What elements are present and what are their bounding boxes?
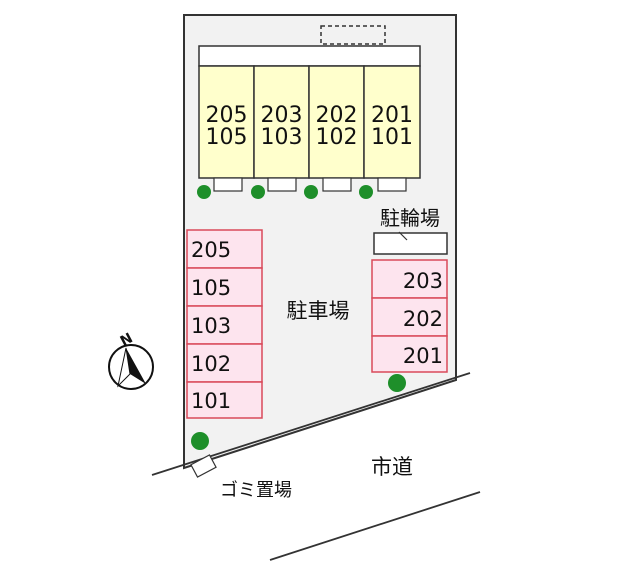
parking-lot-label: 駐車場 [287, 299, 350, 323]
tree-icon [251, 185, 265, 199]
building-unit: 201 101 [363, 65, 421, 179]
parking-space [186, 305, 263, 345]
parking-space-number: 203 [403, 269, 443, 293]
north-arrow-icon: N [108, 330, 154, 390]
garbage-area [190, 454, 217, 478]
parking-space [186, 381, 263, 419]
parking-space [371, 335, 448, 373]
building: 205 105 203 103 202 102 201 101 [198, 65, 421, 179]
dashed-outline [320, 25, 386, 45]
road-edge [269, 491, 481, 561]
garbage-area-label: ゴミ置場 [220, 480, 292, 501]
unit-box [198, 65, 255, 179]
bicycle-parking-mark [398, 231, 408, 241]
parking-space-number: 205 [191, 238, 231, 262]
parking-space [186, 229, 263, 269]
tree-icon [359, 185, 373, 199]
unit-lower-number: 102 [316, 125, 358, 150]
parking-space-number: 103 [191, 314, 231, 338]
bicycle-parking-area [373, 232, 448, 255]
doorstep [377, 177, 407, 192]
unit-lower-number: 105 [206, 125, 248, 150]
building-unit: 203 103 [253, 65, 310, 179]
parking-right: 203 202 201 [371, 259, 448, 373]
parking-space [186, 267, 263, 307]
building-roof [198, 45, 421, 67]
doorstep [213, 177, 243, 192]
unit-upper-number: 203 [261, 103, 303, 128]
tree-icon [304, 185, 318, 199]
unit-upper-number: 202 [316, 103, 358, 128]
unit-lower-number: 103 [261, 125, 303, 150]
unit-lower-number: 101 [371, 125, 413, 150]
city-road-label: 市道 [371, 455, 413, 479]
parking-space [371, 297, 448, 337]
bicycle-parking-label: 駐輪場 [380, 206, 440, 230]
tree-icon [388, 374, 406, 392]
parking-space-number: 201 [403, 344, 443, 368]
unit-upper-number: 201 [371, 103, 413, 128]
tree-icon [197, 185, 211, 199]
tree-icon [191, 432, 209, 450]
doorstep [322, 177, 352, 192]
parking-space [186, 343, 263, 383]
building-unit: 205 105 [198, 65, 255, 179]
parking-space-number: 202 [403, 307, 443, 331]
parking-space-number: 105 [191, 276, 231, 300]
parking-left: 205 105 103 102 101 [186, 229, 263, 419]
unit-box [253, 65, 310, 179]
unit-upper-number: 205 [206, 103, 248, 128]
parking-space-number: 102 [191, 352, 231, 376]
doorstep [267, 177, 297, 192]
building-unit: 202 102 [308, 65, 365, 179]
parking-space-number: 101 [191, 389, 231, 413]
